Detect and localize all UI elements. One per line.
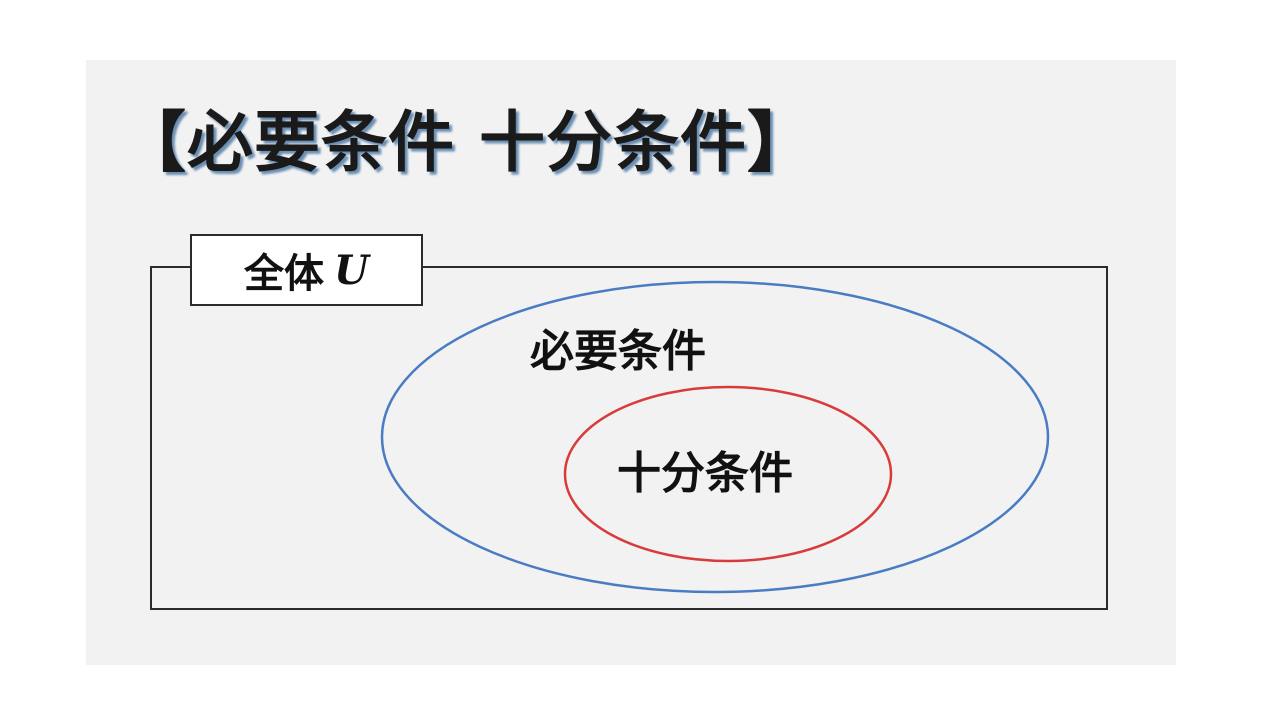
universe-label-box: 全体 U bbox=[190, 234, 423, 306]
page-title: 【必要条件 十分条件】 bbox=[120, 98, 814, 188]
universe-set-box bbox=[150, 266, 1108, 610]
title-open-bracket: 【 bbox=[120, 104, 187, 181]
universe-variable: U bbox=[334, 246, 369, 294]
diagram-panel bbox=[86, 60, 1176, 665]
sufficient-condition-ellipse bbox=[563, 385, 893, 563]
necessary-condition-ellipse bbox=[380, 280, 1050, 594]
necessary-condition-label: 必要条件 bbox=[530, 326, 706, 377]
title-close-bracket: 】 bbox=[746, 104, 814, 181]
universe-label-text: 全体 bbox=[244, 251, 325, 297]
title-text: 必要条件 十分条件 bbox=[187, 104, 747, 181]
sufficient-condition-label: 十分条件 bbox=[617, 448, 793, 499]
